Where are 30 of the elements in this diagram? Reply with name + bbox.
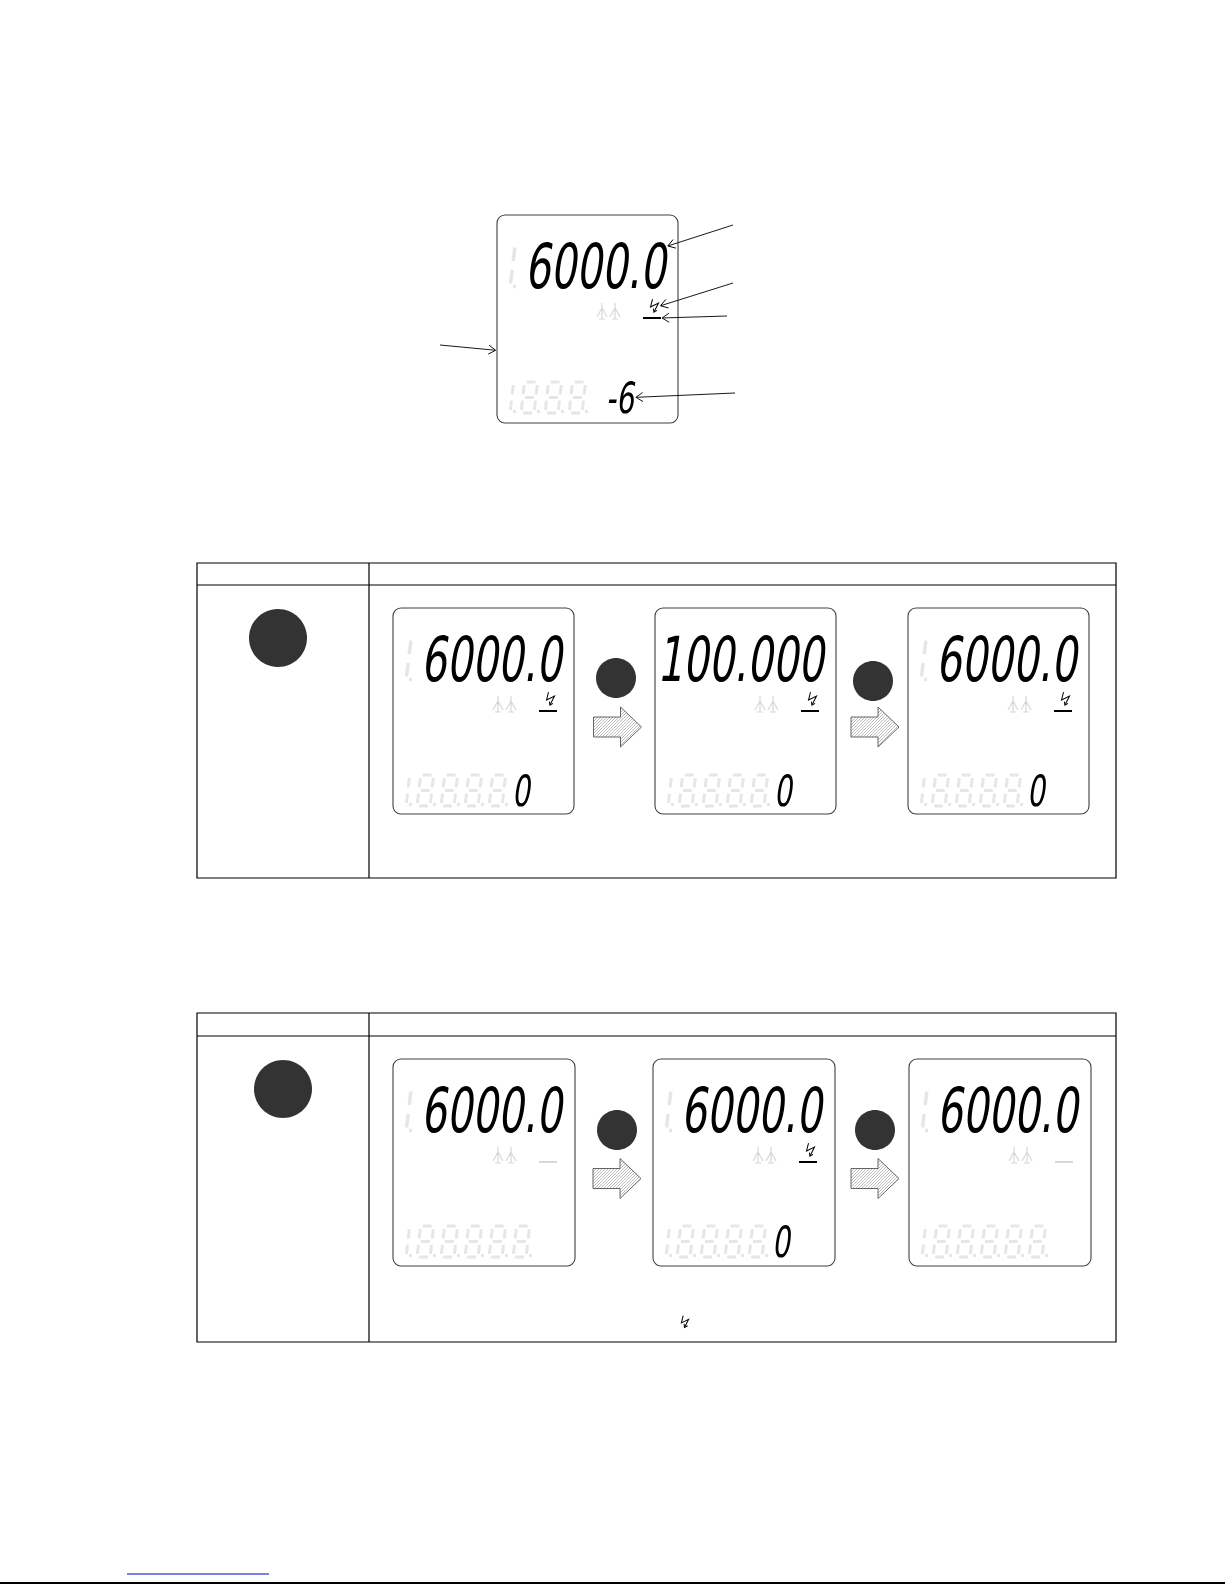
lcd-display [392, 607, 575, 815]
block-arrow [593, 706, 642, 748]
readout: 6000.0 [426, 635, 564, 682]
readout: 0 [1030, 774, 1046, 807]
readout: 100.000 [662, 635, 826, 682]
bolt-icon [650, 298, 659, 313]
block-arrow [592, 1158, 642, 1199]
readout: 0 [777, 774, 793, 807]
readout: 6000.0 [686, 1086, 824, 1133]
leader-line [660, 282, 734, 309]
lcd-display [496, 214, 679, 424]
underline-segment [643, 317, 661, 319]
lcd-display [654, 607, 837, 815]
readout: -6 [608, 381, 636, 414]
leader-line [667, 224, 734, 249]
readout: 6000.0 [530, 242, 668, 289]
lcd-display [907, 607, 1090, 815]
lcd-display [908, 1058, 1092, 1267]
block-arrow [850, 1158, 900, 1199]
readout: 0 [515, 774, 531, 807]
leader-line [439, 344, 497, 355]
block-arrow [850, 706, 900, 748]
readout: 0 [775, 1225, 791, 1258]
lcd-display [392, 1058, 576, 1267]
readout: 6000.0 [426, 1086, 564, 1133]
leader-line [661, 312, 728, 323]
lcd-display [652, 1058, 836, 1267]
readout: 6000.0 [942, 1086, 1080, 1133]
leader-line [635, 392, 736, 402]
readout: 6000.0 [941, 635, 1079, 682]
